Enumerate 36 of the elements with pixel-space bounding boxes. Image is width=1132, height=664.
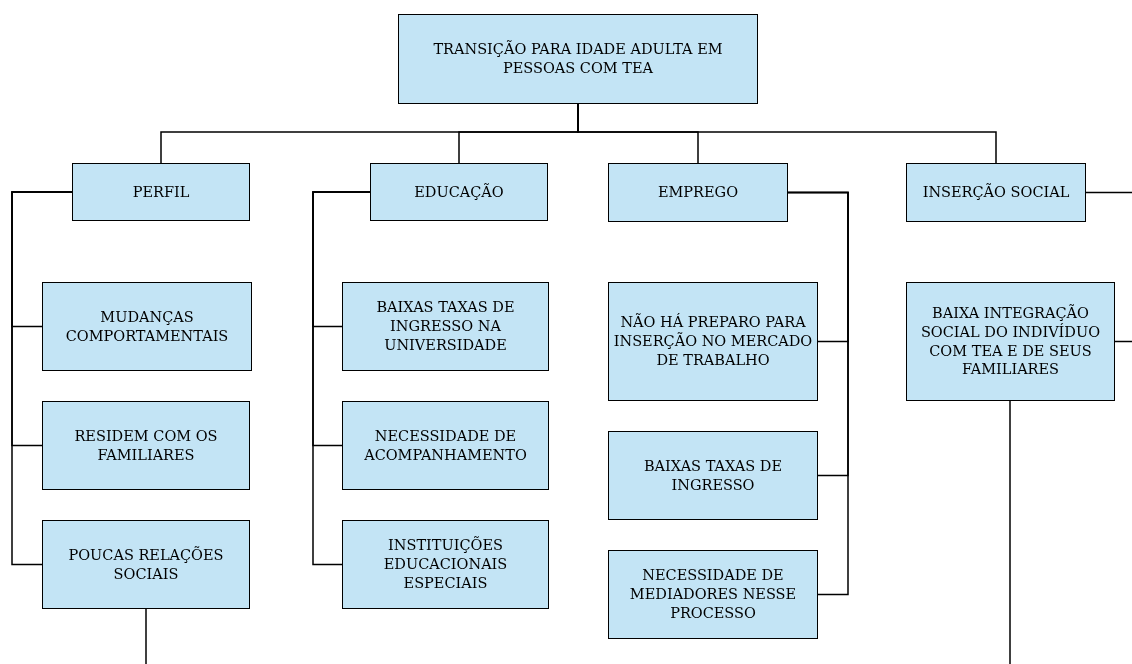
box-label: BAIXAS TAXAS DE INGRESSO NA UNIVERSIDADE [375,298,516,355]
box-label: RESIDEM COM OS FAMILIARES [73,426,219,465]
box-label: EDUCAÇÃO [414,182,504,202]
topic-box [906,282,1115,401]
connector-line [145,608,147,664]
box-label: INSERÇÃO SOCIAL [922,183,1070,202]
topic-box [608,550,818,639]
topic-box [608,163,788,222]
connector-line [11,191,73,566]
topic-box [72,163,250,221]
topic-box [42,520,250,609]
topic-box [608,282,818,401]
topic-box [608,431,818,520]
box-label: POUCAS RELAÇÕES SOCIAIS [67,545,225,584]
connector-line [1009,400,1011,664]
topic-box [906,163,1086,222]
connector-line [1085,191,1132,194]
topic-box [42,282,252,371]
box-label: NÃO HÁ PREPARO PARA INSERÇÃO NO MERCADO DE TRABALHO [613,313,813,370]
topic-box [370,163,548,221]
root-box [398,14,758,104]
box-label: NECESSIDADE DE MEDIADORES NESSE PROCESSO [628,566,798,623]
connector-line [312,191,371,566]
box-label: BAIXA INTEGRAÇÃO SOCIAL DO INDIVÍDUO COM TEA E DE SEUS FAMILIARES [919,303,1102,380]
box-label: PERFIL [132,182,190,202]
box-label: NECESSIDADE DE ACOMPANHAMENTO [363,426,528,465]
topic-box [342,282,549,371]
box-label: BAIXAS TAXAS DE INGRESSO [642,456,784,495]
box-label: TRANSIÇÃO PARA IDADE ADULTA EM PESSOAS COM TEA [432,40,724,78]
topic-box [342,401,549,490]
box-label: EMPREGO [657,183,739,202]
box-label: MUDANÇAS COMPORTAMENTAIS [64,307,230,346]
connector-line [787,191,849,596]
topic-box [342,520,549,609]
box-label: INSTITUIÇÕES EDUCACIONAIS ESPECIAIS [382,536,509,593]
topic-box [42,401,250,490]
